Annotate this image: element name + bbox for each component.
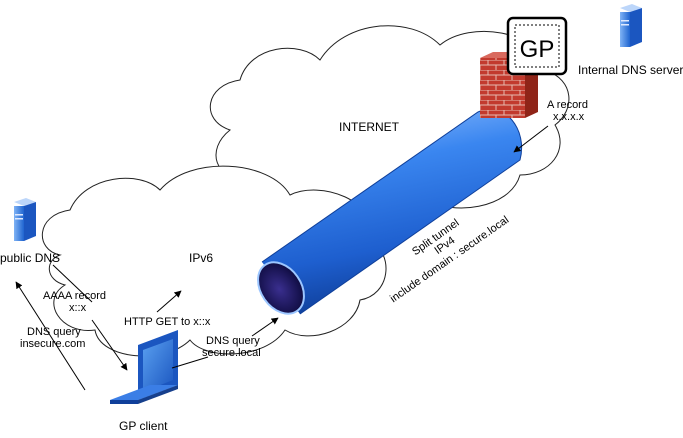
gp-badge-text: GP xyxy=(520,36,555,63)
public-dns-label: public DNS xyxy=(0,251,60,265)
a-record-label: A record xyxy=(547,99,588,111)
laptop-icon xyxy=(110,330,178,404)
internal-dns-label: Internal DNS server xyxy=(578,63,683,77)
http-get-label: HTTP GET to x::x xyxy=(124,316,211,328)
server-icon xyxy=(620,4,642,47)
aaaa-record-label: AAAA record xyxy=(43,290,106,302)
flow-arrows xyxy=(15,125,549,391)
aaaa-record-value: x::x xyxy=(69,302,87,314)
dns-query-insecure-domain: insecure.com xyxy=(20,338,85,350)
gp-client-label: GP client xyxy=(119,419,168,433)
ipv6-label: IPv6 xyxy=(189,251,213,265)
gp-badge: GP xyxy=(506,16,568,76)
a-record-value: x.x.x.x xyxy=(553,111,585,123)
server-icon xyxy=(14,198,36,241)
dns-query-secure-domain: secure.local xyxy=(202,347,261,359)
internet-label: INTERNET xyxy=(339,120,400,134)
dns-query-insecure-label: DNS query xyxy=(27,326,81,338)
dns-query-secure-label: DNS query xyxy=(206,335,260,347)
